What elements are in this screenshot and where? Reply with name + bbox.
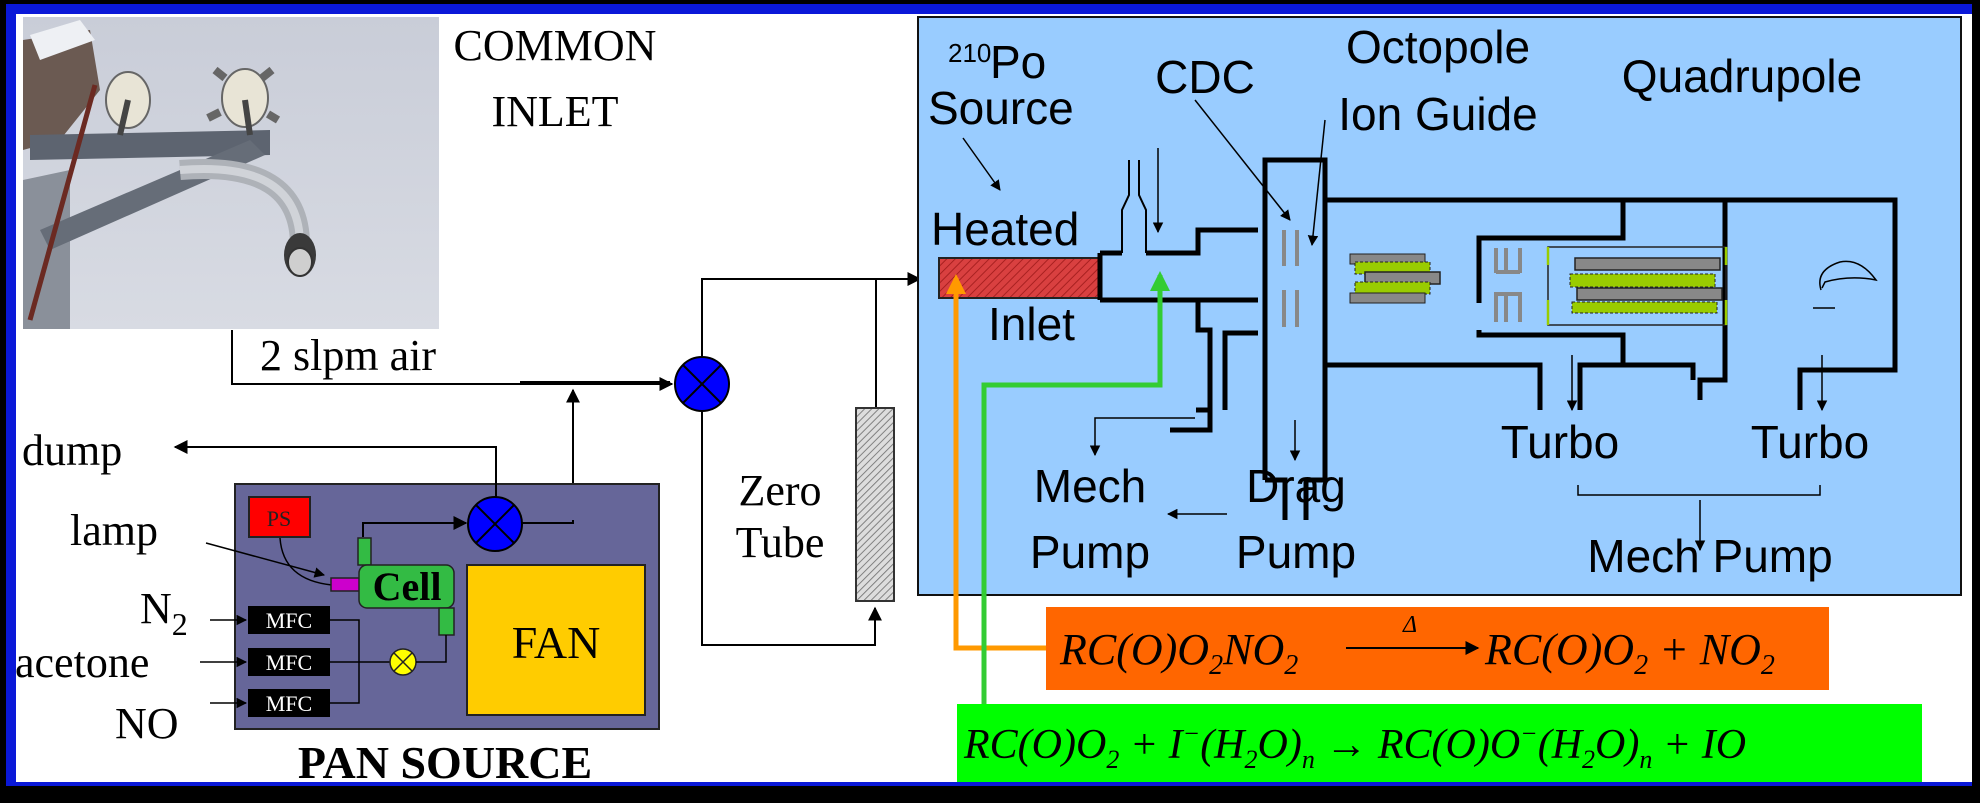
zero-tube[interactable]: [855, 407, 895, 602]
ionization-pointer: [981, 271, 1170, 706]
quad-entrance-lenses: [1494, 248, 1522, 322]
outer-chamber-wall: [1725, 197, 1898, 410]
photolysis-cell[interactable]: [358, 564, 455, 609]
lamp-pointer: [205, 542, 326, 578]
common-inlet-title-line2: INLET: [491, 87, 618, 136]
mfc-label: MFC: [266, 608, 312, 633]
power-supply-label: PS: [267, 506, 291, 531]
power-supply-box: [248, 496, 311, 538]
quadrupole-rods[interactable]: [1569, 257, 1723, 314]
mfc-no[interactable]: MFC: [248, 689, 330, 717]
heated-inlet-tube[interactable]: [938, 257, 1100, 299]
pan-source-title: PAN SOURCE: [298, 737, 592, 788]
mfc-n2[interactable]: MFC: [248, 606, 330, 634]
octopole-ion-guide[interactable]: [1349, 253, 1441, 304]
lamp-label: lamp: [70, 506, 158, 555]
octopole-label-line2: Ion Guide: [1338, 88, 1537, 140]
mech-pump1-line1: Mech: [1034, 460, 1146, 512]
small-valve-to-cell: [416, 635, 447, 663]
turbo1-label: Turbo: [1501, 416, 1619, 468]
quadrupole-housing: [1547, 246, 1727, 326]
common-inlet-title-line1: COMMON: [454, 21, 657, 70]
cell-to-valve-line: [362, 516, 468, 537]
turbo-manifold-line: [1577, 485, 1821, 496]
mech-pump1-line2: Pump: [1030, 526, 1150, 578]
po-label: Po: [990, 36, 1046, 88]
cdc-label: CDC: [1155, 51, 1255, 103]
acetone-label: acetone: [15, 638, 149, 687]
mfc-label: MFC: [266, 691, 312, 716]
pan-valve-out-line: [522, 520, 574, 524]
valve-to-zero-line: [701, 411, 882, 646]
quadrupole-label: Quadrupole: [1622, 50, 1862, 102]
thermal-dissociation-pointer: [946, 274, 1048, 651]
quadrupole-pointer: [1307, 119, 1326, 247]
mfc-acetone[interactable]: MFC: [248, 648, 330, 676]
po-superscript: 210: [948, 38, 991, 68]
fan-box: [466, 564, 646, 716]
heated-label: Heated: [931, 203, 1079, 255]
ionization-reaction-box: [957, 704, 1922, 782]
mfc-label: MFC: [266, 650, 312, 675]
turbo2-label: Turbo: [1751, 416, 1869, 468]
inlet-label: Inlet: [988, 298, 1075, 350]
cell-outlet-port: [357, 537, 372, 566]
po-source-chimney: [1121, 160, 1147, 253]
three-way-valve-icon[interactable]: [674, 356, 730, 412]
small-valve-icon[interactable]: [389, 648, 417, 676]
n2-label: N2: [140, 584, 188, 642]
drag-pump-line2: Pump: [1236, 526, 1356, 578]
quadrupole-chamber: [1476, 200, 1626, 365]
fan-label: FAN: [512, 617, 601, 668]
zero-tube-label-line2: Tube: [736, 518, 825, 567]
cdc-chamber: [1262, 157, 1728, 520]
lamp-icon: [330, 577, 362, 592]
pan-valve-icon[interactable]: [467, 496, 523, 552]
cell-label: Cell: [373, 564, 442, 609]
thermal-reaction-equation: RC(O)O2NO2: [1059, 625, 1298, 681]
detector-icon: [1813, 260, 1878, 309]
cdc-pointer: [1194, 99, 1291, 221]
zero-tube-label-line1: Zero: [738, 466, 821, 515]
cdc-lenses: [1282, 230, 1299, 327]
reaction-region-walls: [1097, 227, 1258, 433]
thermal-reaction-products: RC(O)O2 + NO2: [1484, 625, 1775, 681]
thermal-arrow-label: Δ: [1402, 612, 1417, 638]
mass-spec-box: [917, 16, 1962, 596]
quadrupole-end-caps: [1546, 247, 1728, 325]
to-mech-pump-arrow: [1089, 417, 1195, 457]
inlet-photo: [23, 17, 439, 329]
air-flow-line: [231, 330, 674, 391]
cell-inlet-port: [438, 607, 455, 636]
octopole-label-line1: Octopole: [1346, 21, 1530, 73]
ionization-reaction-equation: RC(O)O2 + I−(H2O)n → RC(O)O−(H2O)n + IO: [963, 719, 1746, 774]
mech-pump2-label: Mech Pump: [1587, 530, 1832, 582]
dump-label: dump: [22, 426, 122, 475]
dump-line: [173, 440, 497, 497]
source-label: Source: [928, 82, 1074, 134]
no-label: NO: [115, 699, 179, 748]
valve-to-ms-line: [701, 272, 922, 357]
drag-pump-line1: Drag: [1246, 460, 1346, 512]
flow-label: 2 slpm air: [260, 331, 436, 380]
ps-cable: [279, 537, 333, 586]
po-source-pointer: [962, 137, 1001, 191]
